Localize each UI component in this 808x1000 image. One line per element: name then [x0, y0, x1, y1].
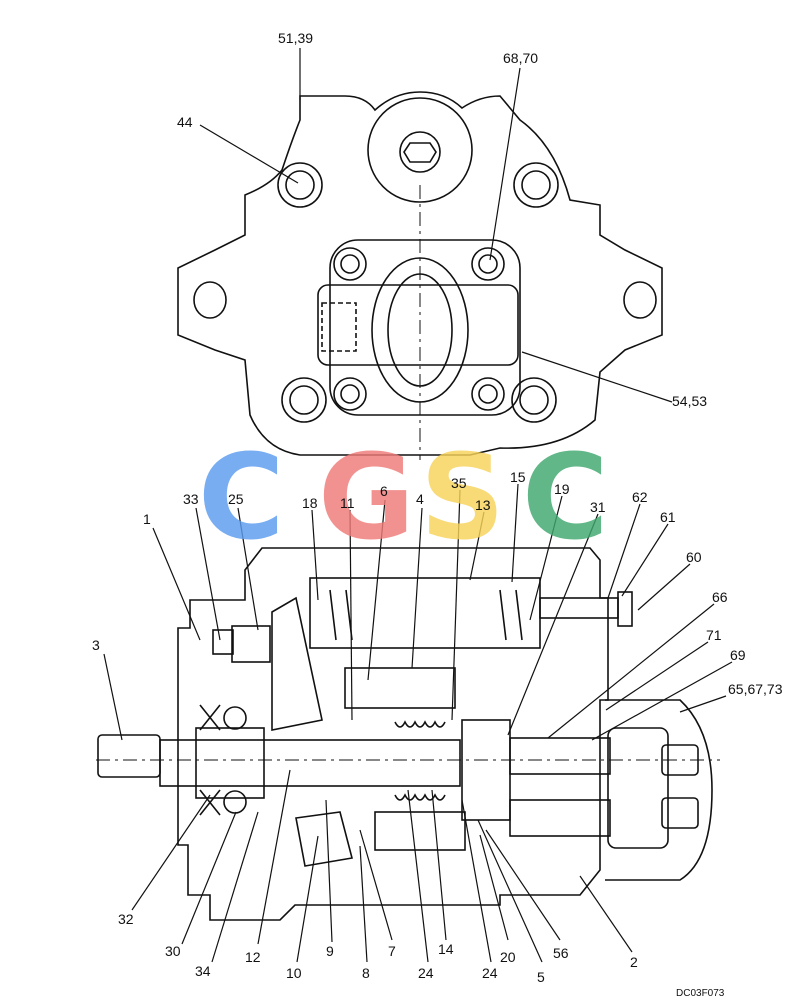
- callout-24-b: 24: [482, 965, 498, 981]
- watermark: C G S C: [198, 428, 609, 566]
- shaft-collar: [195, 727, 265, 799]
- right-lug-hole: [623, 281, 657, 319]
- left-lug-hole: [193, 281, 227, 319]
- callout-35: 35: [451, 475, 467, 491]
- callout-7: 7: [388, 943, 396, 959]
- swash-plate: [271, 596, 323, 731]
- callout-60: 60: [686, 549, 702, 565]
- plug-33: [212, 629, 234, 655]
- regulator-cover: [605, 699, 713, 881]
- adjust-screw: [539, 597, 619, 619]
- spring-middle: [394, 720, 446, 801]
- callout-18: 18: [302, 495, 318, 511]
- callout-14: 14: [438, 941, 454, 957]
- callout-1: 1: [143, 511, 151, 527]
- regulator-body: [607, 727, 669, 849]
- callout-56: 56: [553, 945, 569, 961]
- callout-71: 71: [706, 627, 722, 643]
- callout-13: 13: [475, 497, 491, 513]
- callout-12: 12: [245, 949, 261, 965]
- piston-upper: [344, 667, 456, 709]
- spring-upper: [329, 589, 523, 641]
- callout-32: 32: [118, 911, 134, 927]
- input-shaft: [159, 739, 461, 787]
- callout-4: 4: [416, 491, 424, 507]
- watermark-letter-3: S: [420, 428, 505, 566]
- callout-15: 15: [510, 469, 526, 485]
- flange-block: [317, 284, 519, 366]
- callout-10: 10: [286, 965, 302, 981]
- top-housing-outline: [177, 91, 663, 456]
- callout-20: 20: [500, 949, 516, 965]
- callout-24-a: 24: [418, 965, 434, 981]
- watermark-letter-2: G: [318, 428, 415, 566]
- watermark-letter-4: C: [522, 428, 609, 566]
- input-shaft-stub: [97, 734, 161, 778]
- callout-25: 25: [228, 491, 244, 507]
- valve-plate: [461, 719, 511, 821]
- callout-54-53: 54,53: [672, 393, 707, 409]
- plug-25-body: [231, 625, 271, 663]
- inner-flange: [329, 239, 521, 416]
- callout-66: 66: [712, 589, 728, 605]
- top-bolts: [277, 162, 559, 423]
- callout-31: 31: [590, 499, 606, 515]
- dashed-feature: [321, 302, 357, 352]
- top-nut-outer: [399, 131, 441, 173]
- callout-9: 9: [326, 943, 334, 959]
- top-nut-hex: [403, 142, 437, 163]
- callout-61: 61: [660, 509, 676, 525]
- callout-33: 33: [183, 491, 199, 507]
- callout-6: 6: [380, 483, 388, 499]
- top-view: [177, 48, 673, 460]
- swash-lower: [295, 811, 353, 867]
- top-leaders: [199, 48, 673, 403]
- callout-19: 19: [554, 481, 570, 497]
- callout-68-70: 68,70: [503, 50, 538, 66]
- callout-62: 62: [632, 489, 648, 505]
- regulator-spool: [509, 737, 611, 775]
- drawing-code: DC03F073: [676, 988, 725, 999]
- section-view: [96, 547, 720, 921]
- callout-34: 34: [195, 963, 211, 979]
- bearings: [199, 704, 247, 816]
- callout-2: 2: [630, 954, 638, 970]
- regulator-stub-2: [661, 797, 699, 829]
- watermark-letter-1: C: [198, 428, 285, 566]
- top-callouts: 51,39 68,70 44 54,53: [177, 30, 707, 409]
- piston-lower: [374, 811, 466, 851]
- callout-51-39: 51,39: [278, 30, 313, 46]
- top-boss: [367, 97, 473, 203]
- callout-8: 8: [362, 965, 370, 981]
- callout-30: 30: [165, 943, 181, 959]
- section-callouts: 1 33 25 18 11 6 4 35 13 15 19 31 62 61 6…: [92, 469, 783, 985]
- callout-65-67-73: 65,67,73: [728, 681, 783, 697]
- callout-5: 5: [537, 969, 545, 985]
- callout-69: 69: [730, 647, 746, 663]
- callout-11: 11: [340, 495, 355, 511]
- adjust-nut: [617, 591, 633, 627]
- regulator-spool-2: [509, 799, 611, 837]
- callout-44: 44: [177, 114, 193, 130]
- section-leaders: [103, 483, 733, 963]
- callout-3: 3: [92, 637, 100, 653]
